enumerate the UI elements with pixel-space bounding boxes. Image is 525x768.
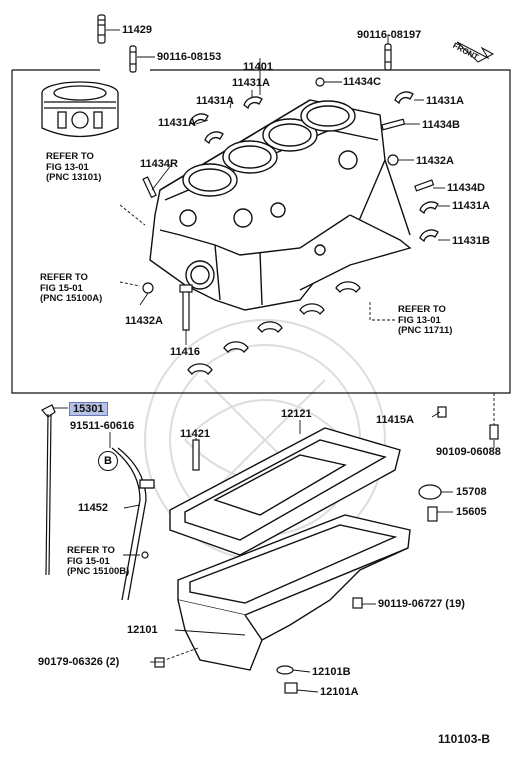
crank-bearings: [187, 281, 361, 375]
bolt-90179-06326: [154, 657, 165, 668]
label-11429: 11429: [122, 24, 152, 36]
label-11431a-1: 11431A: [232, 77, 270, 89]
plug-11432a-upper: [387, 154, 399, 166]
ref-fig13-right: REFER TO FIG 13-01 (PNC 11711): [398, 304, 453, 336]
label-11434b: 11434B: [422, 119, 460, 131]
label-11431a-3: 11431A: [426, 95, 464, 107]
label-11401: 11401: [243, 61, 273, 73]
dipstick-guide-11452: [111, 447, 155, 601]
label-11415a: 11415A: [376, 414, 414, 426]
label-11432a-2: 11432A: [125, 315, 163, 327]
label-12101a: 12101A: [320, 686, 359, 698]
label-90116-08197: 90116-08197: [357, 29, 422, 41]
ref-fig15-bottom: REFER TO FIG 15-01 (PNC 15100B): [67, 545, 130, 577]
label-11431a-2: 11431A: [196, 95, 234, 107]
piston-illustration: [41, 81, 119, 138]
figure-code: 110103-B: [438, 732, 491, 746]
plug-11432a-lower: [142, 282, 154, 294]
label-11434c: 11434C: [343, 76, 381, 88]
label-11416: 11416: [170, 346, 200, 358]
front-arrow: [456, 41, 495, 63]
label-11431a-5: 11431A: [452, 200, 490, 212]
label-11431b: 11431B: [452, 235, 490, 247]
dipstick-15301: [41, 404, 56, 576]
pin-11434d: [414, 179, 435, 192]
stud-90116-08153: [129, 45, 137, 73]
bolt-11416: [182, 289, 190, 331]
stud-90116-08197: [384, 43, 392, 71]
cylinder-block: [149, 99, 412, 311]
label-11434r: 11434R: [140, 158, 178, 170]
label-15708: 15708: [456, 486, 487, 498]
label-91511-60616: 91511-60616: [70, 420, 135, 432]
label-11421: 11421: [180, 428, 210, 440]
bolt-15605: [427, 506, 438, 522]
pin-11434b: [381, 118, 406, 131]
plug-11434c: [315, 77, 325, 87]
stud-11429: [97, 14, 106, 44]
ref-fig15-top: REFER TO FIG 15-01 (PNC 15100A): [40, 272, 103, 304]
seal-15708: [418, 484, 442, 500]
label-15605: 15605: [456, 506, 487, 518]
leader-lines: [53, 29, 495, 693]
bearing-shells: [189, 91, 439, 243]
label-11452: 11452: [78, 502, 108, 514]
stud-11421: [192, 439, 200, 471]
bolt-90109-06088: [489, 424, 499, 440]
ref-piston: REFER TO FIG 13-01 (PNC 13101): [46, 151, 102, 183]
label-11431a-4: 11431A: [158, 117, 196, 129]
label-11432a-1: 11432A: [416, 155, 454, 167]
label-11434d: 11434D: [447, 182, 485, 194]
label-12101: 12101: [127, 624, 158, 636]
label-90119-06727: 90119-06727 (19): [378, 598, 465, 610]
oil-pan-12101: [177, 514, 411, 671]
label-90109-06088: 90109-06088: [436, 446, 501, 458]
baffle-12121: [169, 427, 401, 556]
gasket-12101b: [276, 665, 294, 675]
label-90116-08153: 90116-08153: [157, 51, 222, 63]
label-15301[interactable]: 15301: [69, 402, 108, 416]
label-12101b: 12101B: [312, 666, 351, 678]
bolt-90119-06727: [352, 597, 363, 609]
label-90179-06326: 90179-06326 (2): [38, 656, 120, 668]
plug-12101a: [284, 682, 298, 694]
section-marker-b: B: [98, 451, 118, 471]
label-12121: 12121: [281, 408, 312, 420]
clip-91511-60616: [141, 551, 149, 559]
pin-11434r: [142, 176, 157, 199]
bolt-11415a: [437, 406, 447, 418]
